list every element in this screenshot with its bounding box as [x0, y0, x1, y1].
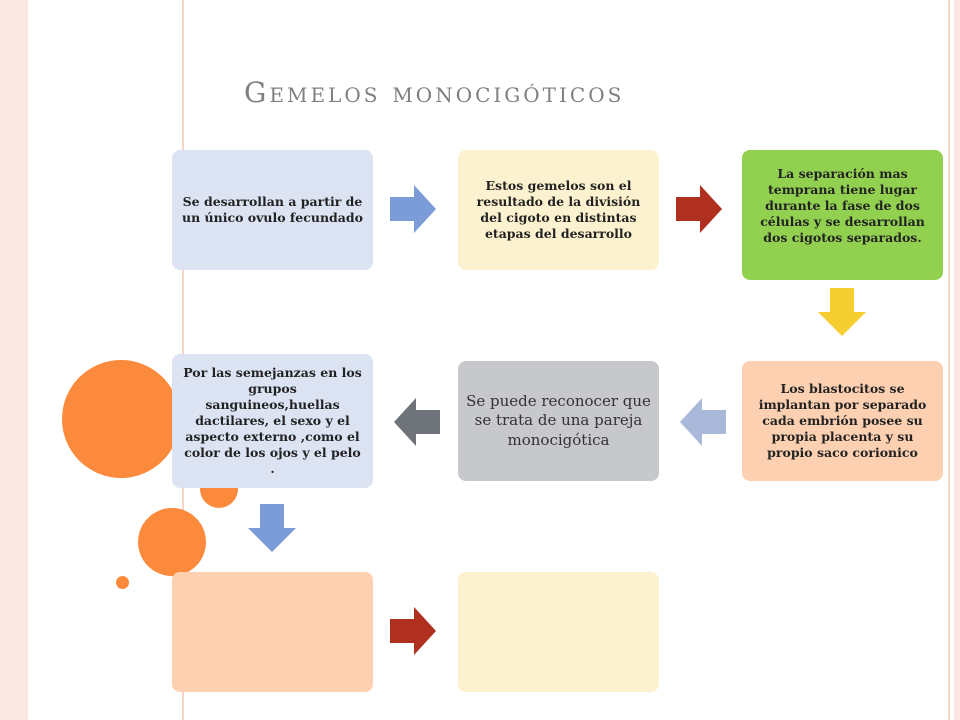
- box-early-separation: La separación mas temprana tiene lugar d…: [742, 150, 943, 280]
- arrow-left-icon: [394, 398, 440, 446]
- box-single-ovum: Se desarrollan a partir de un único ovul…: [172, 150, 373, 270]
- arrow-right-icon: [390, 185, 436, 233]
- arrow-down-icon: [248, 504, 296, 552]
- left-frame-band: [0, 0, 28, 720]
- right-frame-band: [954, 0, 960, 720]
- arrow-right-icon: [390, 607, 436, 655]
- arrow-right-icon: [676, 185, 722, 233]
- arrow-left-icon: [680, 398, 726, 446]
- box-empty-yellow: [458, 572, 659, 692]
- box-zygote-division: Estos gemelos son el resultado de la div…: [458, 150, 659, 270]
- decorative-circle-medium: [138, 508, 206, 576]
- box-empty-peach: [172, 572, 373, 692]
- box-blastocysts: Los blastocitos se implantan por separad…: [742, 361, 943, 481]
- right-frame-line: [948, 0, 950, 720]
- decorative-circle-dot: [116, 576, 129, 589]
- slide-title: Gemelos monocigóticos: [244, 76, 625, 109]
- decorative-circle-large: [62, 360, 180, 478]
- arrow-down-icon: [818, 288, 866, 336]
- box-similarities: Por las semejanzas en los grupos sanguin…: [172, 354, 373, 488]
- box-recognize-pair: Se puede reconocer que se trata de una p…: [458, 361, 659, 481]
